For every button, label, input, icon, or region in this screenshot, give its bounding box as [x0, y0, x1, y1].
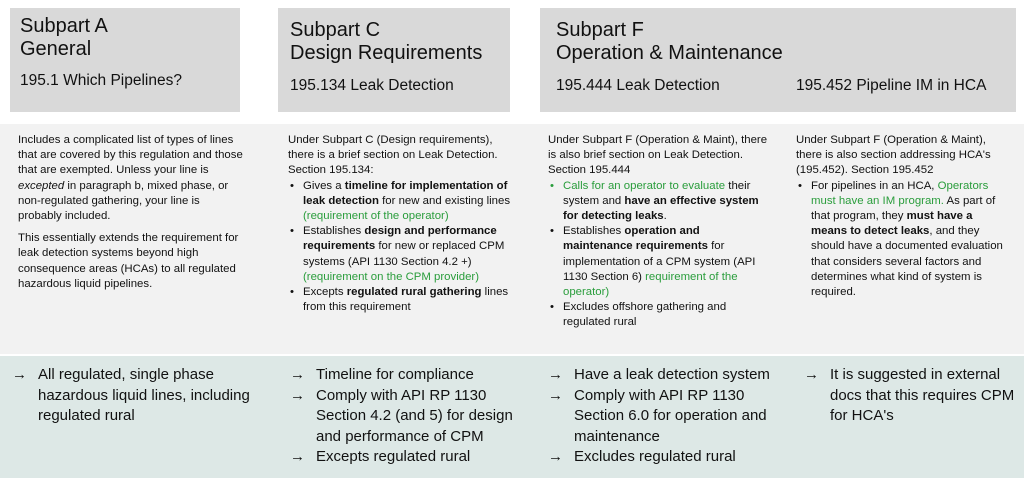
- text: lines from this requirement: [303, 286, 509, 314]
- bold-text: have an effective system for detecting l…: [563, 194, 759, 223]
- arrow-right-icon: →: [548, 366, 563, 383]
- bold-text: timeline for implementation of leak dete…: [303, 179, 508, 207]
- text: For pipelines in an HCA,: [811, 179, 938, 192]
- column-subpart-a: Includes a complicated list of types of …: [18, 133, 246, 299]
- list-item: Excepts regulated rural gathering lines …: [288, 285, 520, 315]
- list-item: For pipelines in an HCA, Operators must …: [796, 179, 1006, 301]
- summary-item: → Timeline for compliance: [290, 365, 538, 386]
- summary-subpart-f-444: → Have a leak detection system → Comply wi…: [548, 365, 784, 468]
- arrow-right-icon: →: [804, 366, 819, 383]
- column-subpart-f-444: Under Subpart F (Operation & Maint), the…: [548, 133, 770, 331]
- summary-item: → Have a leak detection system: [548, 365, 784, 386]
- green-text: requirement of the operator): [563, 270, 738, 299]
- text: in paragraph b, mixed phase, or non-regu…: [18, 179, 229, 223]
- summary-text: Comply with API RP 1130 Section 4.2 (and…: [316, 386, 513, 445]
- header-subpart-f: [540, 8, 1016, 112]
- subpart-f-452-intro: Under Subpart F (Operation & Maint), the…: [796, 134, 991, 177]
- subpart-f-section-444: 195.444 Leak Detection: [556, 77, 720, 94]
- bold-text: must have a means to detect leaks: [811, 210, 973, 238]
- summary-subpart-c: → Timeline for compliance → Comply with AP…: [290, 365, 538, 468]
- subpart-f-title-line1: Subpart F: [556, 19, 644, 41]
- subpart-a-title-line1: Subpart A: [20, 15, 108, 37]
- text: Gives a: [303, 179, 345, 192]
- list-item: Establishes operation and maintenance re…: [548, 224, 770, 300]
- text: , and they should have a documented eval…: [811, 225, 1003, 299]
- arrow-right-icon: →: [290, 448, 305, 465]
- text: for new or replaced CPM systems (API 113…: [303, 240, 505, 268]
- summary-text: Comply with API RP 1130 Section 6.0 for …: [574, 386, 767, 445]
- text: for implementation of a CPM system (API …: [563, 240, 756, 283]
- summary-item: → Comply with API RP 1130 Section 4.2 (an…: [290, 386, 538, 448]
- subpart-c-bullets: Gives a timeline for implementation of l…: [288, 179, 520, 316]
- column-subpart-c: Under Subpart C (Design requirements), t…: [288, 133, 520, 315]
- subpart-f-452-bullets: For pipelines in an HCA, Operators must …: [796, 179, 1006, 301]
- summary-text: It is suggested in external docs that th…: [830, 366, 1015, 424]
- subpart-c-title-line1: Subpart C: [290, 19, 381, 41]
- summary-subpart-f-452: → It is suggested in external docs that t…: [804, 365, 1016, 427]
- text: As part of that program, they: [811, 194, 996, 223]
- subpart-a-title-line2: General: [20, 38, 92, 60]
- subpart-c-title-line2: Design Requirements: [290, 42, 483, 64]
- summary-text: Timeline for compliance: [316, 366, 474, 383]
- text: for new and existing lines: [378, 194, 511, 207]
- green-text: Calls for an operator to evaluate: [563, 179, 726, 192]
- summary-item: → Excepts regulated rural: [290, 447, 538, 468]
- summary-item: → All regulated, single phase hazardous l…: [12, 365, 262, 427]
- subpart-a-paragraph-2: This essentially extends the requirement…: [18, 232, 239, 290]
- arrow-right-icon: →: [290, 366, 305, 383]
- summary-text: All regulated, single phase hazardous li…: [38, 366, 250, 424]
- header-subpart-a: [10, 8, 240, 112]
- bold-text: operation and maintenance requirements: [563, 225, 708, 253]
- summary-text: Excepts regulated rural: [316, 448, 471, 465]
- subpart-f-section-452: 195.452 Pipeline IM in HCA: [796, 77, 987, 94]
- bold-text: regulated rural gathering: [346, 286, 482, 299]
- subpart-a-section: 195.1 Which Pipelines?: [20, 72, 182, 89]
- bold-text: design and performance requirements: [303, 225, 497, 253]
- arrow-right-icon: →: [548, 386, 563, 404]
- summary-band: [0, 356, 1024, 478]
- subpart-a-paragraph-1: Includes a complicated list of types of …: [18, 133, 246, 224]
- text: Includes a complicated list of types of …: [18, 134, 243, 177]
- text: Establishes: [563, 225, 625, 238]
- summary-text: Have a leak detection system: [574, 366, 770, 383]
- summary-item: → Comply with API RP 1130 Section 6.0 for…: [548, 386, 784, 448]
- summary-item: → It is suggested in external docs that t…: [804, 365, 1016, 427]
- text: Excepts: [303, 286, 347, 299]
- text: their system and: [563, 179, 751, 207]
- subpart-f-title-line2: Operation & Maintenance: [556, 42, 783, 64]
- header-subpart-c: [278, 8, 510, 112]
- arrow-right-icon: →: [290, 386, 305, 404]
- column-subpart-f-452: Under Subpart F (Operation & Maint), the…: [796, 133, 1006, 300]
- subpart-c-section: 195.134 Leak Detection: [290, 77, 454, 94]
- text: .: [663, 210, 667, 223]
- subpart-f-444-bullets: Calls for an operator to evaluate their …: [548, 179, 770, 331]
- text: Establishes: [303, 225, 365, 238]
- arrow-right-icon: →: [548, 448, 563, 465]
- subpart-f-title: Subpart F Operation & Maintenance: [556, 19, 783, 65]
- green-text: Operators must have an IM program.: [811, 179, 989, 207]
- subpart-c-title: Subpart C Design Requirements: [290, 19, 482, 65]
- subpart-c-intro: Under Subpart C (Design requirements), t…: [288, 134, 498, 177]
- summary-text: Excludes regulated rural: [574, 448, 736, 465]
- green-text: (requirement of the operator): [303, 210, 449, 223]
- excepted-emphasis: excepted: [18, 179, 65, 192]
- list-item: Excludes offshore gathering and regulate…: [548, 300, 770, 330]
- subpart-f-444-intro: Under Subpart F (Operation & Maint), the…: [548, 134, 768, 177]
- subpart-a-title: Subpart A General: [20, 15, 108, 61]
- summary-subpart-a: → All regulated, single phase hazardous l…: [12, 365, 262, 427]
- summary-item: → Excludes regulated rural: [548, 447, 784, 468]
- list-item: Gives a timeline for implementation of l…: [288, 179, 520, 225]
- arrow-right-icon: →: [12, 366, 27, 383]
- list-item: Calls for an operator to evaluate their …: [548, 179, 770, 225]
- list-item: Establishes design and performance requi…: [288, 224, 520, 285]
- green-text: (requirement on the CPM provider): [303, 270, 479, 283]
